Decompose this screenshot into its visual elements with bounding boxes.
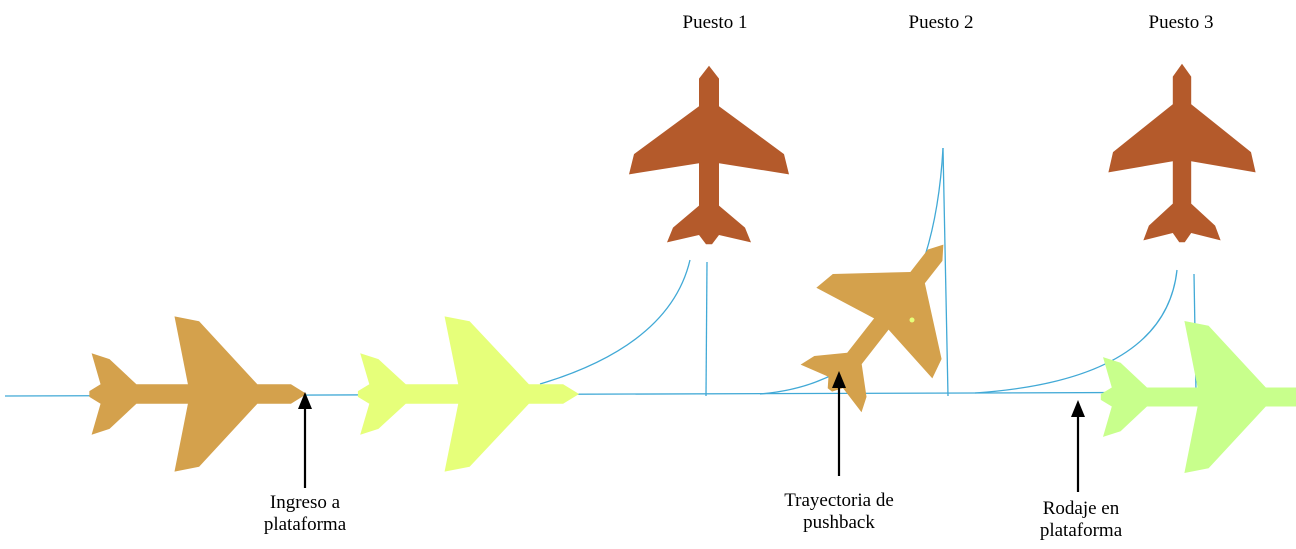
stand-1-lead-in-curve: [539, 259, 691, 385]
annotation-rodaje-plataforma: Rodaje en plataforma: [1008, 498, 1154, 542]
arrow-rodaje-head: [1071, 400, 1085, 417]
annotation-line: Rodaje en: [1042, 498, 1120, 519]
stand-1-centre-line: [705, 261, 708, 397]
pushback-aircraft-marker: [909, 317, 915, 323]
stand-3-lead-in-curve: [974, 269, 1178, 394]
parked-aircraft-stand-3: [1108, 63, 1256, 243]
stand-2-centre-line: [942, 147, 949, 397]
pushback-aircraft: [771, 199, 1002, 436]
arriving-aircraft: [357, 316, 580, 472]
annotation-line: plataforma: [1039, 520, 1123, 541]
annotation-trayectoria-pushback: Trayectoria de pushback: [759, 490, 919, 534]
annotation-arrows: [298, 371, 1085, 492]
stand-1-label: Puesto 1: [682, 12, 748, 33]
annotation-line: pushback: [803, 512, 875, 533]
stand-2-label: Puesto 2: [908, 12, 974, 33]
arrow-pushback-head: [832, 371, 846, 388]
annotation-ingreso-plataforma: Ingreso a plataforma: [235, 492, 375, 536]
aircraft: [89, 63, 1296, 473]
stand-3-label: Puesto 3: [1148, 12, 1214, 33]
annotation-line: Trayectoria de: [784, 490, 894, 511]
taxiing-aircraft: [89, 316, 307, 472]
annotation-line: Ingreso a: [269, 492, 341, 513]
annotation-line: plataforma: [263, 514, 347, 535]
arrow-ingreso-head: [298, 392, 312, 409]
departing-aircraft: [1100, 321, 1296, 473]
parked-aircraft-stand-1: [629, 65, 789, 245]
